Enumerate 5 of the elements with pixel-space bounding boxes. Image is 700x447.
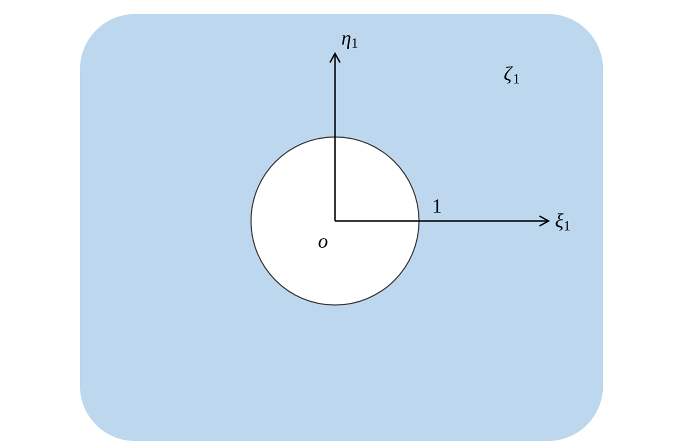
- origin-label: o: [318, 238, 328, 248]
- axis-label: η$_{1}$: [342, 35, 358, 49]
- radius-label: 1: [434, 199, 441, 213]
- region-label: ζ$_{1}$: [504, 66, 520, 84]
- axis-label: ξ$_{1}$: [556, 213, 570, 231]
